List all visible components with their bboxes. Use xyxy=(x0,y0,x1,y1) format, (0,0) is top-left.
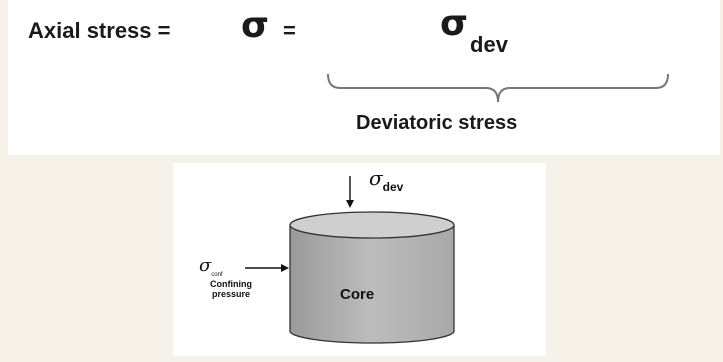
confining-line-2: pressure xyxy=(211,289,251,299)
sigma-dev-small-subscript: dev xyxy=(382,180,404,194)
sigma-conf-symbol: σ xyxy=(199,255,212,276)
sigma-dev-small-symbol: σ xyxy=(369,166,383,190)
sigma-conf-subscript: conf xyxy=(211,272,223,278)
curly-brace xyxy=(327,73,669,103)
deviatoric-stress-label: Deviatoric stress xyxy=(356,112,518,134)
sigma-dev-subscript: dev xyxy=(470,32,508,57)
axial-stress-label: Axial stress = xyxy=(28,18,171,43)
confining-line-1: Confining xyxy=(210,279,252,289)
sigma-dev-label: σdev xyxy=(369,166,403,194)
confining-pressure-label: Confining pressure xyxy=(205,279,257,299)
equation-panel: Axial stress = σ = σdev Deviatoric stres… xyxy=(8,0,720,155)
sigma-conf-label: σconf xyxy=(199,255,223,279)
confining-arrow-head xyxy=(281,264,289,272)
sigma-dev-symbol: σ xyxy=(440,3,469,44)
sigma-dev-arrow-head xyxy=(346,200,354,208)
sigma-symbol: σ xyxy=(241,5,270,46)
core-label: Core xyxy=(340,286,375,303)
core-cylinder-body xyxy=(289,224,455,344)
core-diagram xyxy=(245,176,455,344)
sigma-dev-term: σdev xyxy=(440,2,508,57)
core-cylinder-top xyxy=(289,211,455,239)
core-diagram-panel: σdev σconf Confining pressure Core xyxy=(173,163,546,356)
equals-sign: = xyxy=(283,18,296,43)
